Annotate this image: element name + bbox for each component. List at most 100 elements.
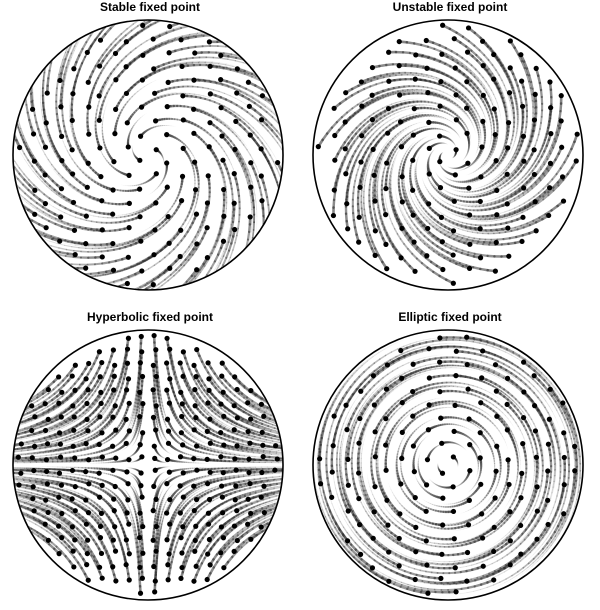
trail-segment [291,157,295,165]
trail-segment [0,181,4,188]
trail-segment [113,3,120,9]
trail-segment [476,69,480,73]
trail-segment [13,48,14,58]
state-point [124,91,129,96]
trail-segment [0,167,2,174]
trail-segment [288,116,294,122]
trail-segment [239,264,242,272]
trail-segment [250,232,251,240]
trail-segment [417,123,420,124]
trail-segment [186,224,189,228]
trail-segment [502,80,504,85]
trail-segment [51,246,59,248]
trail-segment [287,150,291,157]
trail-segment [402,113,406,114]
trail-segment [37,137,40,143]
trail-segment [126,31,132,36]
state-point [138,239,143,244]
state-point [153,118,158,123]
state-point [70,147,75,152]
trail-segment [105,28,110,34]
trail-segment [156,79,160,81]
trail-segment [209,97,214,99]
trail-segment [220,58,227,59]
trail-segment [419,154,420,156]
trail-segment [283,210,284,219]
trajectory-trails [0,0,300,300]
trail-segment [491,100,493,104]
state-point [151,282,156,287]
trail-segment [196,7,205,9]
state-point [110,212,115,217]
trail-segment [269,51,278,54]
trail-segment [0,223,3,229]
trail-segment [153,223,156,225]
trail-segment [42,218,49,221]
trail-segment [378,200,379,205]
trail-segment [250,34,260,36]
trail-segment [8,215,15,220]
trail-segment [491,90,493,94]
trail-segment [45,57,47,65]
state-point [57,78,62,83]
trail-segment [141,116,143,117]
trail-segment [25,193,31,198]
state-point [248,185,253,190]
trail-segment [132,94,135,97]
trail-segment [398,150,400,153]
trail-segment [398,202,399,206]
trail-segment [13,96,14,105]
trail-segment [122,11,129,16]
trail-segment [50,241,57,243]
trail-segment [15,167,20,173]
trail-segment [186,63,192,64]
trail-segment [75,163,78,166]
trail-segment [261,241,262,250]
state-point [221,239,226,244]
state-point [247,104,252,109]
trail-segment [285,244,286,254]
trail-segment [202,17,211,18]
trail-segment [256,224,257,232]
trail-segment [92,221,97,222]
trail-segment [149,194,151,195]
state-point [152,227,157,232]
trail-segment [140,15,147,19]
trail-segment [199,95,204,96]
trail-segment [263,208,264,216]
state-point [153,200,158,205]
trail-segment [369,113,373,116]
trail-segment [265,257,267,266]
state-point [180,174,185,179]
trail-segment [396,194,397,198]
trail-segment [37,41,39,50]
trail-segment [356,170,358,176]
trail-segment [190,7,199,9]
trail-segment [11,247,20,251]
trail-segment [52,31,55,40]
trail-segment [284,219,285,228]
trail-segment [133,0,141,2]
trail-segment [294,172,297,180]
trail-segment [484,55,488,60]
trail-segment [175,4,184,7]
state-point [178,37,183,42]
state-point [31,131,36,136]
state-point [100,227,105,232]
trail-segment [101,16,107,23]
trail-segment [482,125,483,128]
trail-segment [282,201,283,210]
trail-segment [232,289,237,298]
trail-segment [218,46,226,47]
trail-segment [0,137,1,145]
trail-segment [8,235,16,240]
trail-segment [6,153,10,160]
trail-segment [385,199,386,204]
trail-segment [472,65,476,69]
trail-segment [292,151,296,159]
trail-segment [10,194,16,200]
trail-segment [122,214,126,215]
trail-segment [122,56,126,60]
trail-segment [482,110,483,113]
trail-segment [286,64,295,69]
